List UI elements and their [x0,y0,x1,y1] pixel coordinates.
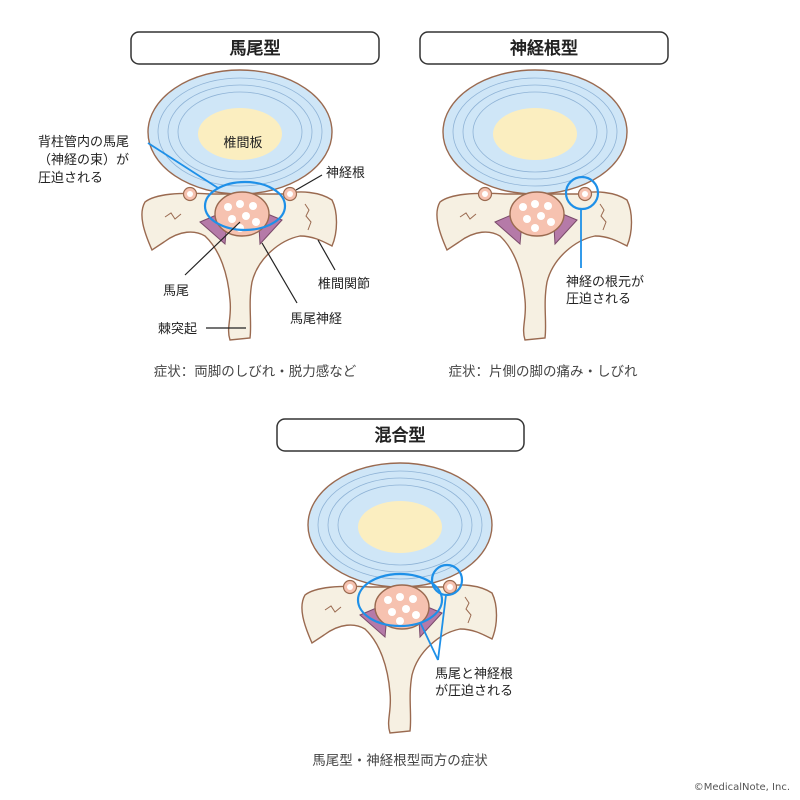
symptom-text: 馬尾型・神経根型両方の症状 [312,753,488,769]
label-nerve-root: 神経根 [326,166,365,181]
panel-mixed-type: 混合型 馬尾と神経根 が圧迫される 馬尾型・神経根型両方の症状 [276,418,525,769]
symptom-text: 症状：両脚のしびれ・脱力感など [154,363,357,380]
label-compressed-line2: 圧迫される [566,292,631,307]
label-facet-joint: 椎間関節 [318,277,370,292]
panel-title: 混合型 [375,425,426,446]
title-box [130,31,380,65]
label-spinous-process: 棘突起 [158,321,197,337]
callout-line [437,594,447,661]
symptom-text: 症状：片側の脚の痛み・しびれ [449,363,638,380]
panel-title: 馬尾型 [230,38,281,59]
highlight-circle [356,572,444,628]
label-compressed-line1: 馬尾と神経根 [435,667,513,682]
label-compressed-line1: 神経の根元が [566,275,644,290]
panel-nerve-root-type: 神経根型 神経の根元が 圧迫される 症状：片側の脚の痛み・しびれ [419,31,669,380]
highlight-circle [203,180,287,232]
label-compressed-line2: （神経の束）が [38,153,129,168]
callout-line [147,142,219,189]
label-compressed-line1: 背柱管内の馬尾 [38,134,129,150]
label-disc: 椎間板 [223,136,262,151]
vertebra-illustration [141,69,338,341]
label-cauda-equina-nerve: 馬尾神経 [290,312,342,327]
panel-cauda-equina-type: 馬尾型 椎間板 背柱管内の馬尾 （神経の束）が 圧迫される 神経根 椎間関節 馬… [38,31,380,380]
label-cauda-equina: 馬尾 [163,284,189,299]
highlight-circle [430,563,464,597]
title-box [419,31,669,65]
copyright: ©MedicalNote, Inc. [694,782,790,793]
title-box [276,418,525,452]
label-compressed-line2: が圧迫される [435,684,513,699]
callout-line [419,621,439,661]
panel-title: 神経根型 [510,38,578,59]
label-compressed-line3: 圧迫される [38,171,103,186]
highlight-circle [564,175,600,211]
